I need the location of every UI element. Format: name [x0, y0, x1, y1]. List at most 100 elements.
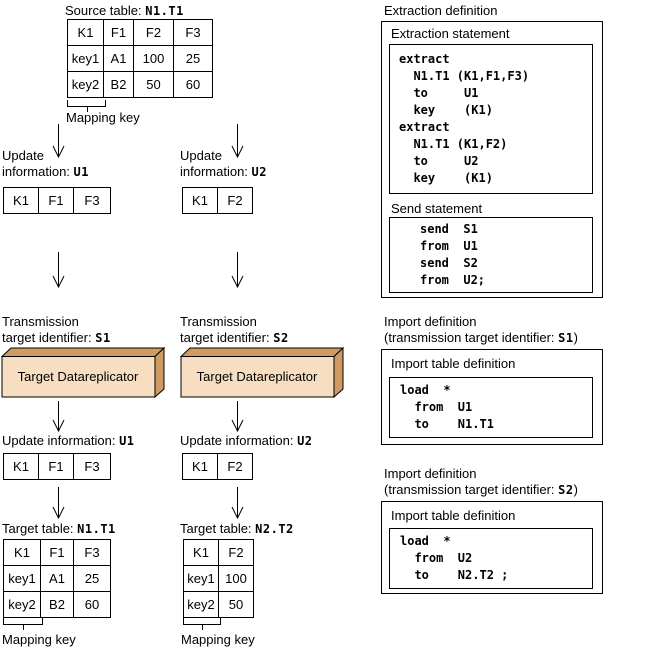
table-cell: A1 — [104, 46, 134, 72]
extraction-statement-codebox: extract N1.T1 (K1,F1,F3) to U1 key (K1) … — [389, 44, 593, 194]
update-information-prefix: Update information: — [2, 433, 120, 448]
table-cell: 25 — [174, 46, 213, 72]
table-cell: K1 — [68, 20, 104, 46]
update-u1-table-after: K1 F1 F3 — [3, 453, 111, 480]
box-right-face — [333, 347, 344, 398]
target-datareplicator-label: Target Datareplicator — [17, 369, 139, 384]
import-title: Import definition — [384, 314, 477, 329]
table-cell: key1 — [184, 566, 219, 592]
table-cell: key1 — [4, 566, 41, 592]
u1-name: U1 — [119, 434, 135, 448]
update-u2-table: K1 F2 — [182, 187, 253, 214]
table-cell: 60 — [74, 592, 111, 618]
update-u2-table-after: K1 F2 — [182, 453, 253, 480]
mapping-key-bracket — [3, 618, 43, 630]
update-word: Update — [2, 148, 44, 163]
target-datareplicator-box — [180, 347, 345, 398]
source-table-name: N1.T1 — [145, 4, 184, 18]
table-cell: 50 — [134, 72, 174, 98]
mapping-key-label: Mapping key — [181, 632, 255, 647]
source-table: K1 F1 F2 F3 key1 A1 100 25 key2 B2 50 60 — [67, 19, 213, 98]
update-information-u2-after-label: Update information: U2 — [180, 433, 313, 449]
import-s1-codebox: load * from U1 to N1.T1 — [389, 377, 593, 438]
update-u1-table: K1 F1 F3 — [3, 187, 111, 214]
s2-name: S2 — [558, 483, 574, 497]
transmission-word: Transmission — [180, 314, 257, 329]
import-s2-codebox: load * from U2 to N2.T2 ; — [389, 528, 593, 589]
table-cell: key2 — [184, 592, 219, 618]
transmission-word: Transmission — [2, 314, 79, 329]
n1t1-name: N1.T1 — [77, 522, 116, 536]
down-arrow-icon — [52, 124, 65, 158]
mapping-key-bracket — [183, 618, 221, 630]
table-cell: key2 — [4, 592, 41, 618]
table-cell: F3 — [74, 454, 111, 480]
table-cell: K1 — [183, 454, 218, 480]
u2-name: U2 — [251, 165, 267, 179]
target-identifier-prefix: target identifier: — [180, 330, 274, 345]
import-table-definition-title: Import table definition — [391, 356, 516, 371]
table-cell: F1 — [39, 454, 74, 480]
down-arrow-icon — [52, 487, 65, 519]
update-information-u1-after-label: Update information: U1 — [2, 433, 135, 449]
table-cell: 100 — [219, 566, 254, 592]
import-subtitle-prefix: (transmission target identifier: — [384, 330, 559, 345]
s1-name: S1 — [558, 331, 574, 345]
target-table-prefix: Target table: — [2, 521, 78, 536]
s2-name: S2 — [273, 331, 289, 345]
table-cell: F3 — [74, 540, 111, 566]
extraction-statement-title: Extraction statement — [391, 26, 510, 41]
target-table-n2t2-label: Target table: N2.T2 — [180, 521, 294, 537]
n2t2-name: N2.T2 — [255, 522, 294, 536]
table-cell: 25 — [74, 566, 111, 592]
table-cell: K1 — [4, 540, 41, 566]
table-cell: B2 — [104, 72, 134, 98]
target-table-n1t1-label: Target table: N1.T1 — [2, 521, 116, 537]
table-cell: key2 — [68, 72, 104, 98]
import-s1-code: load * from U1 to N1.T1 — [400, 383, 494, 431]
bracket-tick — [202, 624, 203, 630]
box-front-face — [180, 356, 335, 398]
update-information-u2-label: Update information: U2 — [180, 148, 267, 180]
import-table-definition-title: Import table definition — [391, 508, 516, 523]
down-arrow-icon — [231, 487, 244, 519]
u2-name: U2 — [297, 434, 313, 448]
target-table-n1t1: K1 F1 F3 key1 A1 25 key2 B2 60 — [3, 539, 111, 618]
target-table-prefix: Target table: — [180, 521, 256, 536]
import-definition-s1-title: Import definition (transmission target i… — [384, 314, 578, 346]
information-prefix: information: — [2, 164, 74, 179]
table-cell: key1 — [68, 46, 104, 72]
table-cell: K1 — [4, 188, 39, 214]
update-word: Update — [180, 148, 222, 163]
mapping-key-label: Mapping key — [2, 632, 76, 647]
target-identifier-line: target identifier: S2 — [180, 330, 289, 346]
table-cell: K1 — [183, 188, 218, 214]
import-title: Import definition — [384, 466, 477, 481]
information-line: information: U1 — [2, 164, 89, 180]
update-information-u1-label: Update information: U1 — [2, 148, 89, 180]
source-table-label-text: Source table: — [65, 3, 146, 18]
source-table-label: Source table: N1.T1 — [65, 3, 184, 19]
table-cell: F2 — [218, 454, 253, 480]
box-right-face — [154, 347, 165, 398]
target-table-n2t2: K1 F2 key1 100 key2 50 — [183, 539, 254, 618]
import-subtitle-prefix: (transmission target identifier: — [384, 482, 559, 497]
u1-name: U1 — [73, 165, 89, 179]
box-front-face — [1, 356, 156, 398]
table-cell: F1 — [104, 20, 134, 46]
extraction-code: extract N1.T1 (K1,F1,F3) to U1 key (K1) … — [399, 52, 530, 185]
table-cell: B2 — [41, 592, 74, 618]
send-code: send S1 from U1 send S2 from U2; — [420, 222, 486, 287]
target-datareplicator-label: Target Datareplicator — [196, 369, 318, 384]
table-cell: F1 — [41, 540, 74, 566]
table-cell: F2 — [218, 188, 253, 214]
target-identifier-prefix: target identifier: — [2, 330, 96, 345]
table-cell: F3 — [174, 20, 213, 46]
table-cell: K1 — [184, 540, 219, 566]
import-definition-s2-title: Import definition (transmission target i… — [384, 466, 578, 498]
table-cell: F2 — [134, 20, 174, 46]
send-statement-title: Send statement — [391, 201, 483, 216]
mapping-key-label: Mapping key — [66, 110, 140, 125]
s1-name: S1 — [95, 331, 111, 345]
